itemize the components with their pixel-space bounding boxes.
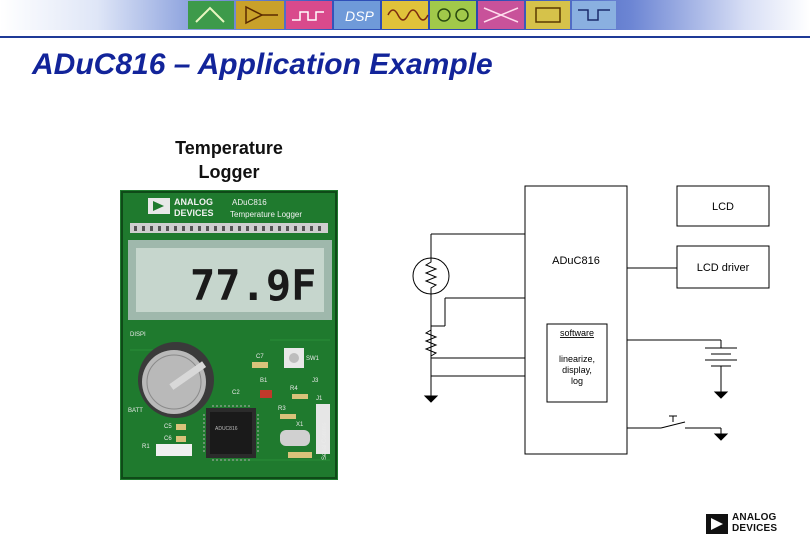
pcb-silk-j3: J3: [312, 378, 319, 384]
switch-symbol: [627, 415, 729, 441]
pcb-silk-sw1: SW1: [306, 356, 320, 362]
pcb-silk-r3: R3: [278, 406, 286, 412]
software-block: [546, 323, 608, 403]
pcb-silk-r1: R1: [142, 444, 150, 450]
pcb-silk-b1: B1: [260, 378, 268, 384]
pcb-silk-c2: C2: [232, 390, 240, 396]
logo-triangle-icon: [706, 514, 728, 534]
banner-tile-mems: [430, 1, 476, 29]
software-line-3: log: [571, 376, 583, 386]
banner-tile-dsp: DSP: [334, 1, 380, 29]
thermistor-symbol: [412, 234, 450, 295]
caption-line-1: Temperature: [175, 138, 283, 158]
pcb-lcd-value: 77.9F: [190, 261, 316, 310]
pcb-silk-x1: X1: [296, 422, 304, 428]
reference-resistor-symbol: [424, 325, 445, 357]
mcu-label: ADuC816: [552, 255, 600, 267]
header-banner: DSP: [0, 0, 810, 30]
pcb-silk-c7: C7: [256, 354, 264, 360]
lcd-driver-block: [676, 245, 770, 289]
software-line-2: display,: [562, 365, 592, 375]
pcb-resistor-block: [156, 444, 192, 456]
logo-text: ANALOG DEVICES: [732, 512, 777, 534]
lcd-driver-label: LCD driver: [697, 262, 750, 274]
banner-tile-logic: [188, 1, 234, 29]
battery-wiring: [627, 339, 737, 399]
pcb-subtitle: Temperature Logger: [230, 210, 302, 219]
pcb-silk-r4: R4: [290, 386, 298, 392]
ground-symbol-left: [423, 395, 439, 403]
banner-tile-circuit: [572, 1, 616, 29]
banner-tile-amp: [236, 1, 284, 29]
caption-line-2: Logger: [198, 162, 260, 182]
pcb-silk-serial: Serial Comms: [322, 422, 328, 460]
logo-line-1: ANALOG: [732, 512, 777, 523]
pcb-brand-line-1: ANALOG: [174, 197, 213, 207]
pcb-chip-text: ADUC816: [215, 426, 238, 432]
block-diagram: ADuC816 LCD LCD driver software lineariz…: [412, 185, 770, 455]
pcb-header-pins: [130, 223, 328, 233]
header-rule: [0, 36, 810, 38]
banner-tile-dsp-2: [526, 1, 570, 29]
lcd-label: LCD: [712, 201, 734, 213]
software-label: software: [560, 328, 594, 338]
banner-tile-converter: [286, 1, 332, 29]
pcb-silk-c6: C6: [164, 436, 172, 442]
pcb-led: [260, 390, 272, 398]
page-title: ADuC816 – Application Example: [32, 48, 493, 81]
pcb-lcd-glass: [136, 248, 324, 312]
pcb-part-label: ADuC816: [232, 198, 267, 207]
pcb-silk-dispi: DISPI: [130, 332, 146, 338]
banner-tile-sensor: [478, 1, 524, 29]
logo-line-2: DEVICES: [732, 523, 778, 534]
lcd-block: [676, 185, 770, 227]
pcb-brand-line-2: DEVICES: [174, 208, 214, 218]
mcu-block: [524, 185, 628, 455]
pcb-silk-j1: J1: [316, 396, 323, 402]
photo-caption: Temperature Logger: [140, 136, 318, 184]
sensor-wiring: [430, 233, 525, 396]
company-logo: ANALOG DEVICES: [706, 512, 790, 536]
banner-tiles: DSP: [188, 1, 616, 29]
svg-text:DSP: DSP: [345, 8, 374, 24]
pcb-silk-c5: C5: [164, 424, 172, 430]
banner-tile-rf: [382, 1, 429, 29]
pcb-photo: ANALOG DEVICES ADuC816 Temperature Logge…: [120, 190, 338, 480]
pcb-silk-batt: BATT: [128, 408, 143, 414]
pcb-crystal: [280, 430, 310, 446]
pcb-serial-connector: [316, 404, 330, 454]
software-line-1: linearize,: [559, 354, 595, 364]
